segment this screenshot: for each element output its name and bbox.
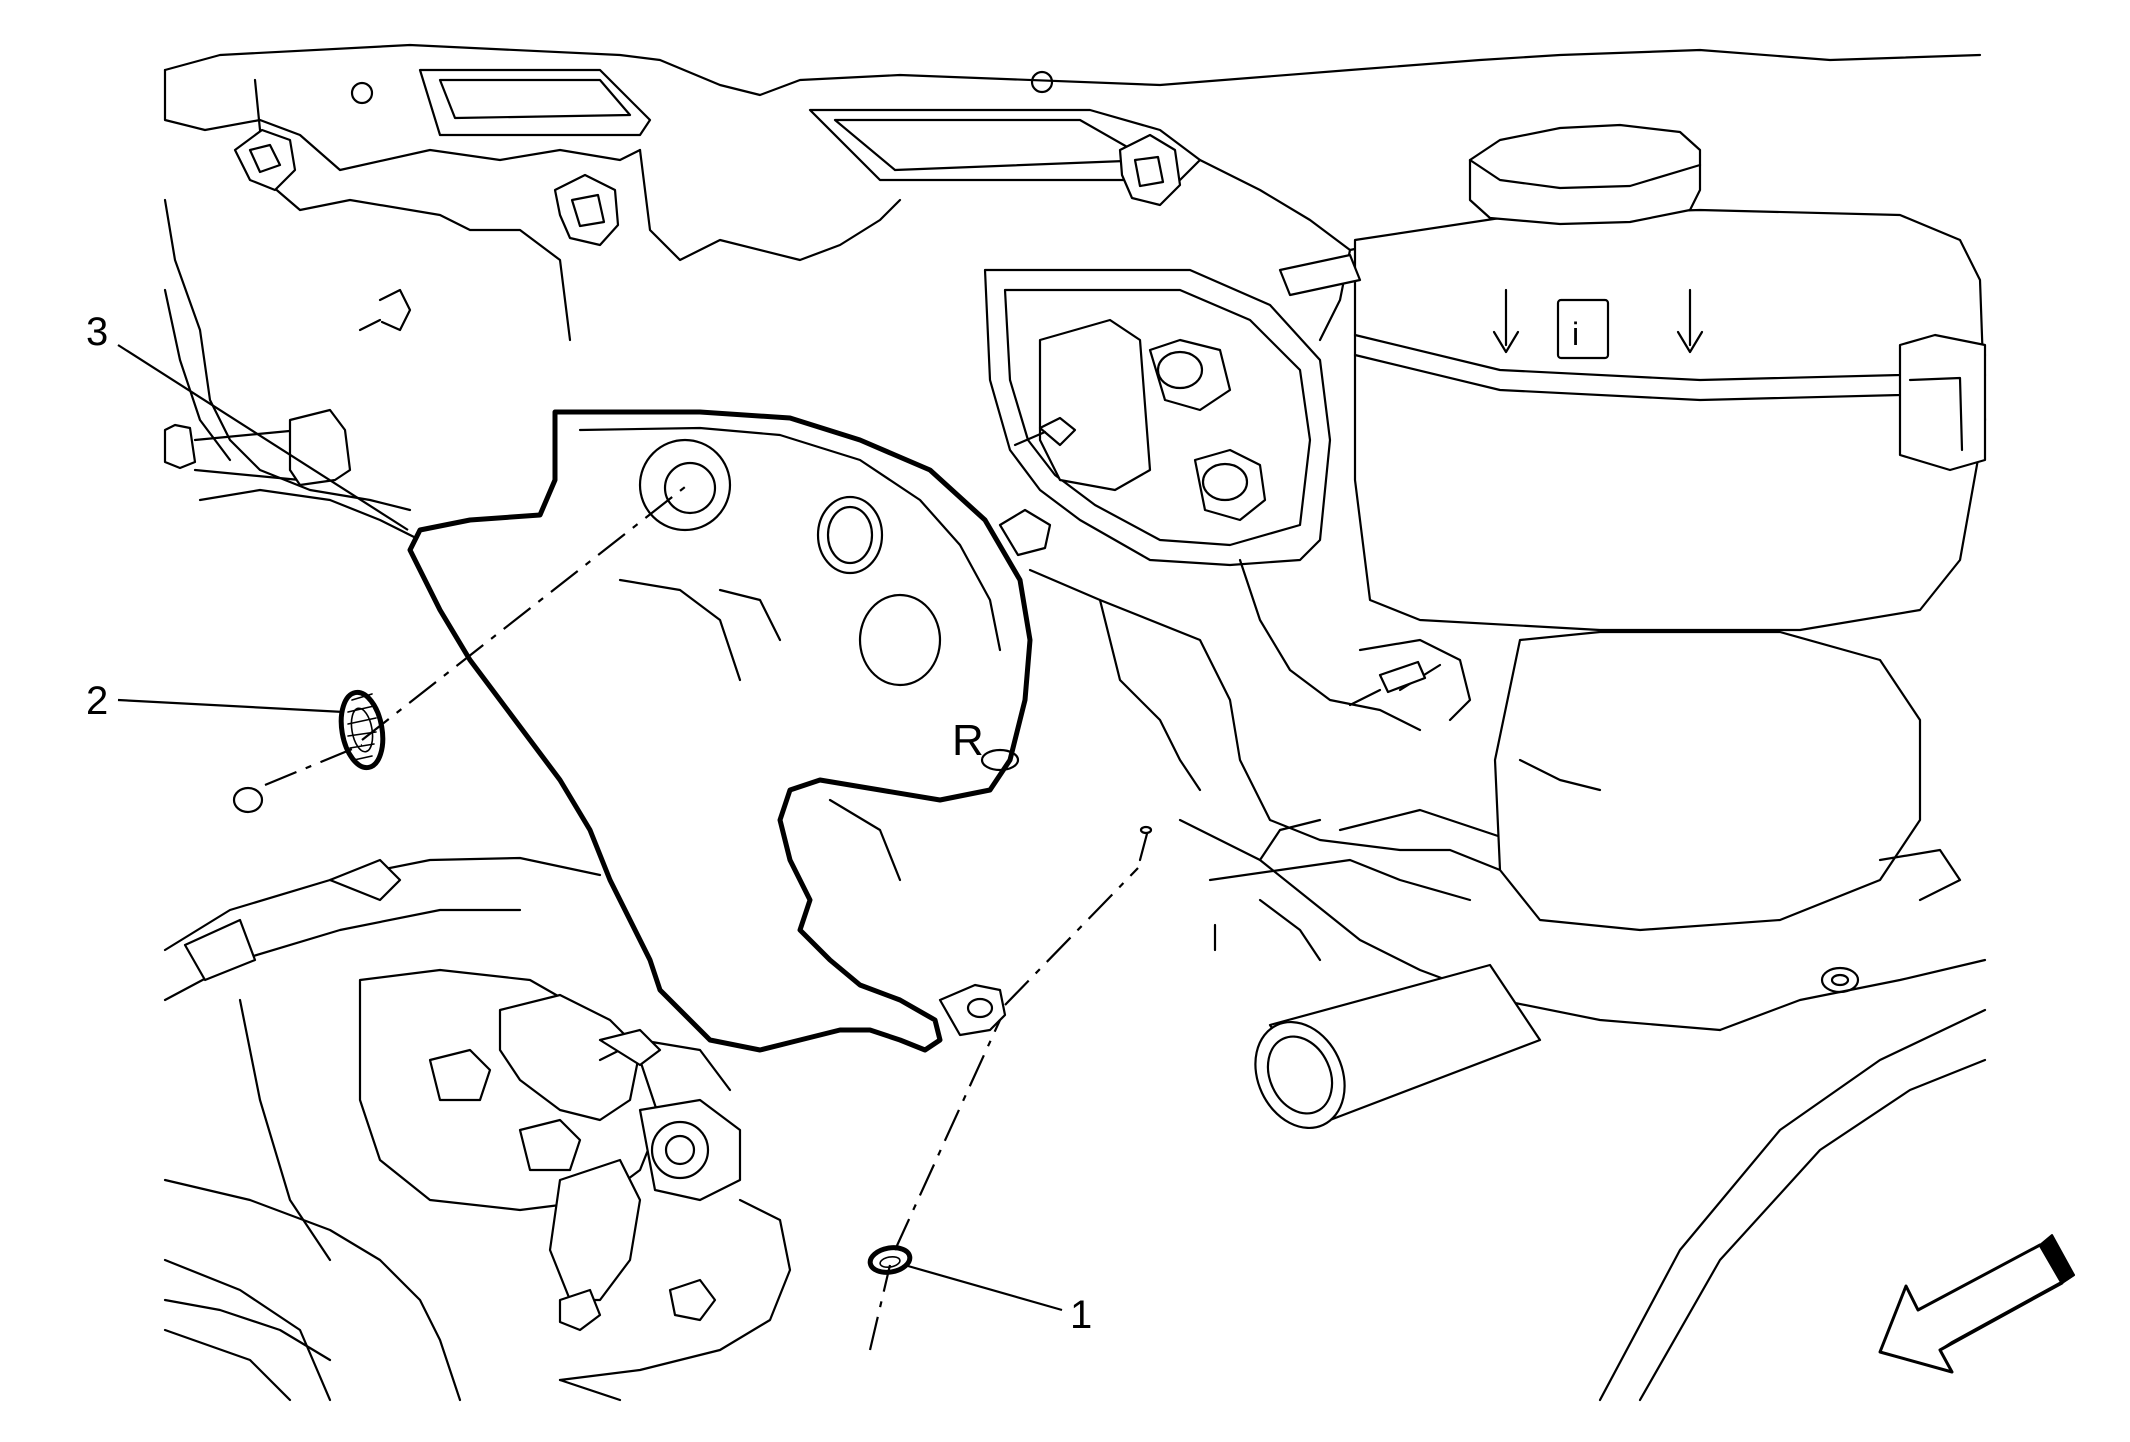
callout-label-2: 2 [86,679,108,723]
stud [1138,825,1153,862]
mount-bolt [1348,660,1427,707]
shield-marking-letter: R [952,716,984,765]
exhaust-pipe [1254,963,1542,1130]
callout-label-3: 3 [86,310,108,354]
engine-mount [163,968,792,1402]
callout-2: 2 [86,679,345,723]
shield-tab [938,983,1007,1037]
coolant-reservoir: i [1278,123,1987,632]
right-body-panel [1598,958,1987,1402]
manual-info-icon: i [1556,298,1610,360]
wheel-well [163,856,602,1402]
svg-text:i: i [1572,316,1579,352]
assembly-lines [264,486,1139,1351]
callout-label-1: 1 [1070,1293,1092,1337]
harness-clips [233,128,1182,332]
lower-tank [1493,630,1962,932]
callout-3: 3 [86,310,409,531]
clip-part-1 [867,1245,913,1275]
left-hose [163,408,422,814]
callout-1: 1 [907,1264,1092,1337]
forward-direction-arrow-icon [1878,1234,2075,1374]
booster-port [983,268,1332,567]
retainer-part-2 [338,689,386,771]
heat-shield: R [407,409,1033,1053]
